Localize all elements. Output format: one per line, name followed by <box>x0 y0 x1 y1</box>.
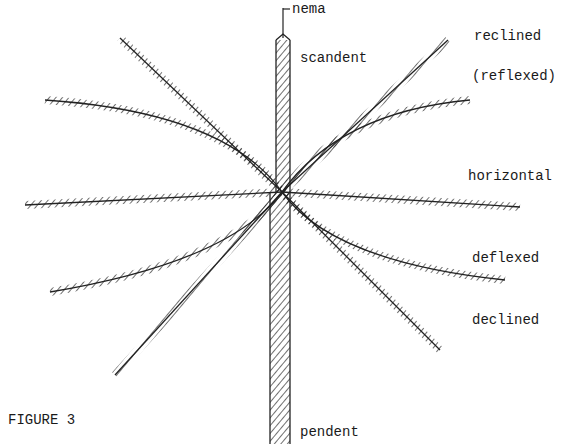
hatched-band <box>115 192 282 375</box>
orientation-label: pendent <box>300 424 359 440</box>
hypha-line <box>269 192 270 444</box>
hypha-line <box>282 192 440 350</box>
hatched-band <box>282 192 505 280</box>
orientation-label: horizontal <box>468 168 552 184</box>
hypha-line <box>25 192 282 205</box>
hypha-line <box>282 192 520 207</box>
hatched-band <box>276 40 290 192</box>
orientation-label: declined <box>472 312 539 328</box>
orientation-label: nema <box>292 1 326 17</box>
hatched-band <box>282 192 440 350</box>
hatched-band <box>25 192 282 205</box>
hatched-band <box>282 100 470 192</box>
hypha-line <box>282 192 505 280</box>
hypha-line <box>275 40 276 192</box>
hatched-band <box>282 40 448 192</box>
hypha-line <box>289 40 290 192</box>
hypha-line <box>282 100 470 192</box>
orientation-label: reclined <box>474 28 541 44</box>
hypha-line <box>289 192 290 444</box>
orientation-label: (reflexed) <box>472 68 556 84</box>
hypha-line <box>115 192 282 375</box>
hypha-line <box>120 38 282 192</box>
orientation-label: deflexed <box>472 250 539 266</box>
figure-caption: FIGURE 3 <box>8 412 75 428</box>
hatched-band <box>282 192 520 207</box>
nema-leader <box>282 8 283 38</box>
hatched-band <box>45 100 282 192</box>
orientation-label: scandent <box>300 50 367 66</box>
hypha-line <box>282 40 448 192</box>
hypha-line <box>50 192 282 292</box>
nema-leader <box>283 8 290 9</box>
hypha-line <box>45 100 282 192</box>
hatched-band <box>270 192 290 444</box>
hatched-band <box>50 192 282 292</box>
